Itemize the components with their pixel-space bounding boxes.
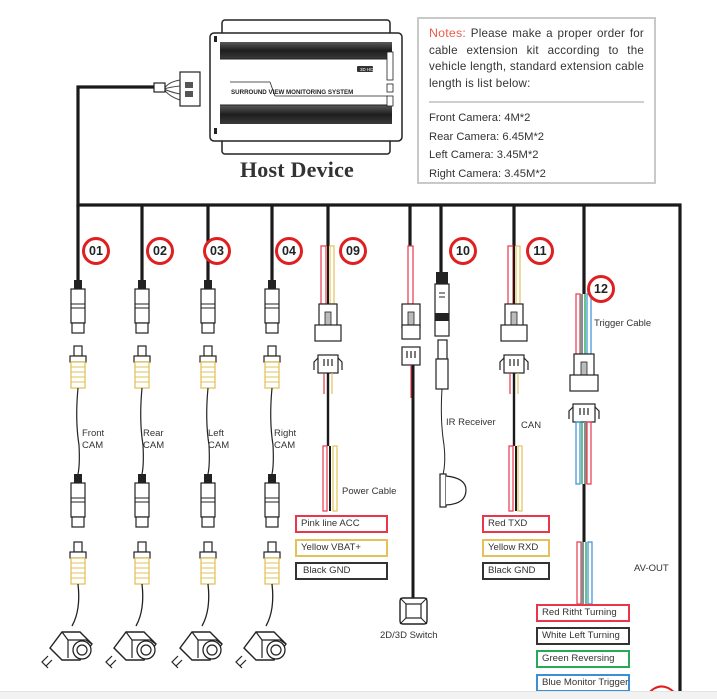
camera-label-rear-line1: Rear xyxy=(143,428,164,439)
camera-label-left-line1: Left xyxy=(208,428,224,439)
notes-text: Please make a proper order for cable ext… xyxy=(429,27,644,90)
notes-length-right: Right Camera: 3.45M*2 xyxy=(429,167,546,180)
notes-length-left: Left Camera: 3.45M*2 xyxy=(429,149,539,162)
notes-divider xyxy=(429,101,644,104)
power-wire-acc: Pink line ACC xyxy=(295,515,388,533)
switch-illustration xyxy=(399,245,428,625)
notes-paragraph: Notes: Please make a proper order for ca… xyxy=(429,25,644,92)
camera-chain-front xyxy=(41,280,93,669)
can-wire-txd: Red TXD xyxy=(482,515,550,533)
badge-03: 03 xyxy=(203,237,231,265)
trigger-wire-white: White Left Turning xyxy=(536,627,630,645)
camera-chain-right xyxy=(235,280,287,669)
power-cable-illustration xyxy=(313,245,343,512)
camera-chains xyxy=(41,280,287,669)
badge-04: 04 xyxy=(275,237,303,265)
av-out-label: AV-OUT xyxy=(634,563,669,574)
notes-lead: Notes: xyxy=(429,26,467,40)
notes-panel: Notes: Please make a proper order for ca… xyxy=(417,17,656,184)
camera-label-rear: Rear CAM xyxy=(143,428,164,452)
trigger-cable-illustration xyxy=(568,293,600,605)
badge-10: 10 xyxy=(449,237,477,265)
camera-label-right-line1: Right xyxy=(274,428,297,439)
camera-chain-rear xyxy=(105,280,157,669)
notes-length-rear: Rear Camera: 6.45M*2 xyxy=(429,130,545,143)
camera-label-right-line2: CAM xyxy=(274,440,296,451)
can-cable-illustration xyxy=(499,245,529,512)
power-wire-vbat: Yellow VBAT+ xyxy=(295,539,388,557)
camera-label-right: Right CAM xyxy=(274,428,296,452)
host-device-title: Host Device xyxy=(240,157,354,182)
power-wire-gnd: Black GND xyxy=(295,562,388,580)
camera-label-left: Left CAM xyxy=(208,428,229,452)
camera-label-front: Front CAM xyxy=(82,428,104,452)
badge-11: 11 xyxy=(526,237,554,265)
badge-02: 02 xyxy=(146,237,174,265)
trigger-wire-blue: Blue Monitor Trigger xyxy=(536,674,630,692)
camera-label-front-line1: Front xyxy=(82,428,105,439)
host-device-illustration: SURROUND VIEW MONITORING SYSTEM 3D HD xyxy=(153,19,403,155)
ir-receiver-illustration xyxy=(434,272,467,508)
can-wire-rxd: Yellow RXD xyxy=(482,539,550,557)
page-bottom-edge xyxy=(0,691,717,699)
badge-01: 01 xyxy=(82,237,110,265)
switch-label: 2D/3D Switch xyxy=(380,630,438,641)
main-harness xyxy=(76,85,682,698)
badge-09: 09 xyxy=(339,237,367,265)
can-wire-gnd: Black GND xyxy=(482,562,550,580)
ir-receiver-label: IR Receiver xyxy=(446,417,496,428)
trigger-wire-red: Red Ritht Turning xyxy=(536,604,630,622)
trigger-wire-green: Green Reversing xyxy=(536,650,630,668)
badge-12: 12 xyxy=(587,275,615,303)
camera-label-front-line2: CAM xyxy=(82,440,104,451)
camera-chain-left xyxy=(171,280,223,669)
can-label: CAN xyxy=(521,420,542,431)
camera-label-rear-line2: CAM xyxy=(143,440,165,451)
host-brand-text: SURROUND VIEW MONITORING SYSTEM xyxy=(231,89,353,96)
notes-length-front: Front Camera: 4M*2 xyxy=(429,112,531,125)
camera-label-left-line2: CAM xyxy=(208,440,230,451)
host-model-tag: 3D HD xyxy=(360,67,374,72)
trigger-cable-label: Trigger Cable xyxy=(594,318,652,329)
power-cable-label: Power Cable xyxy=(342,486,397,497)
